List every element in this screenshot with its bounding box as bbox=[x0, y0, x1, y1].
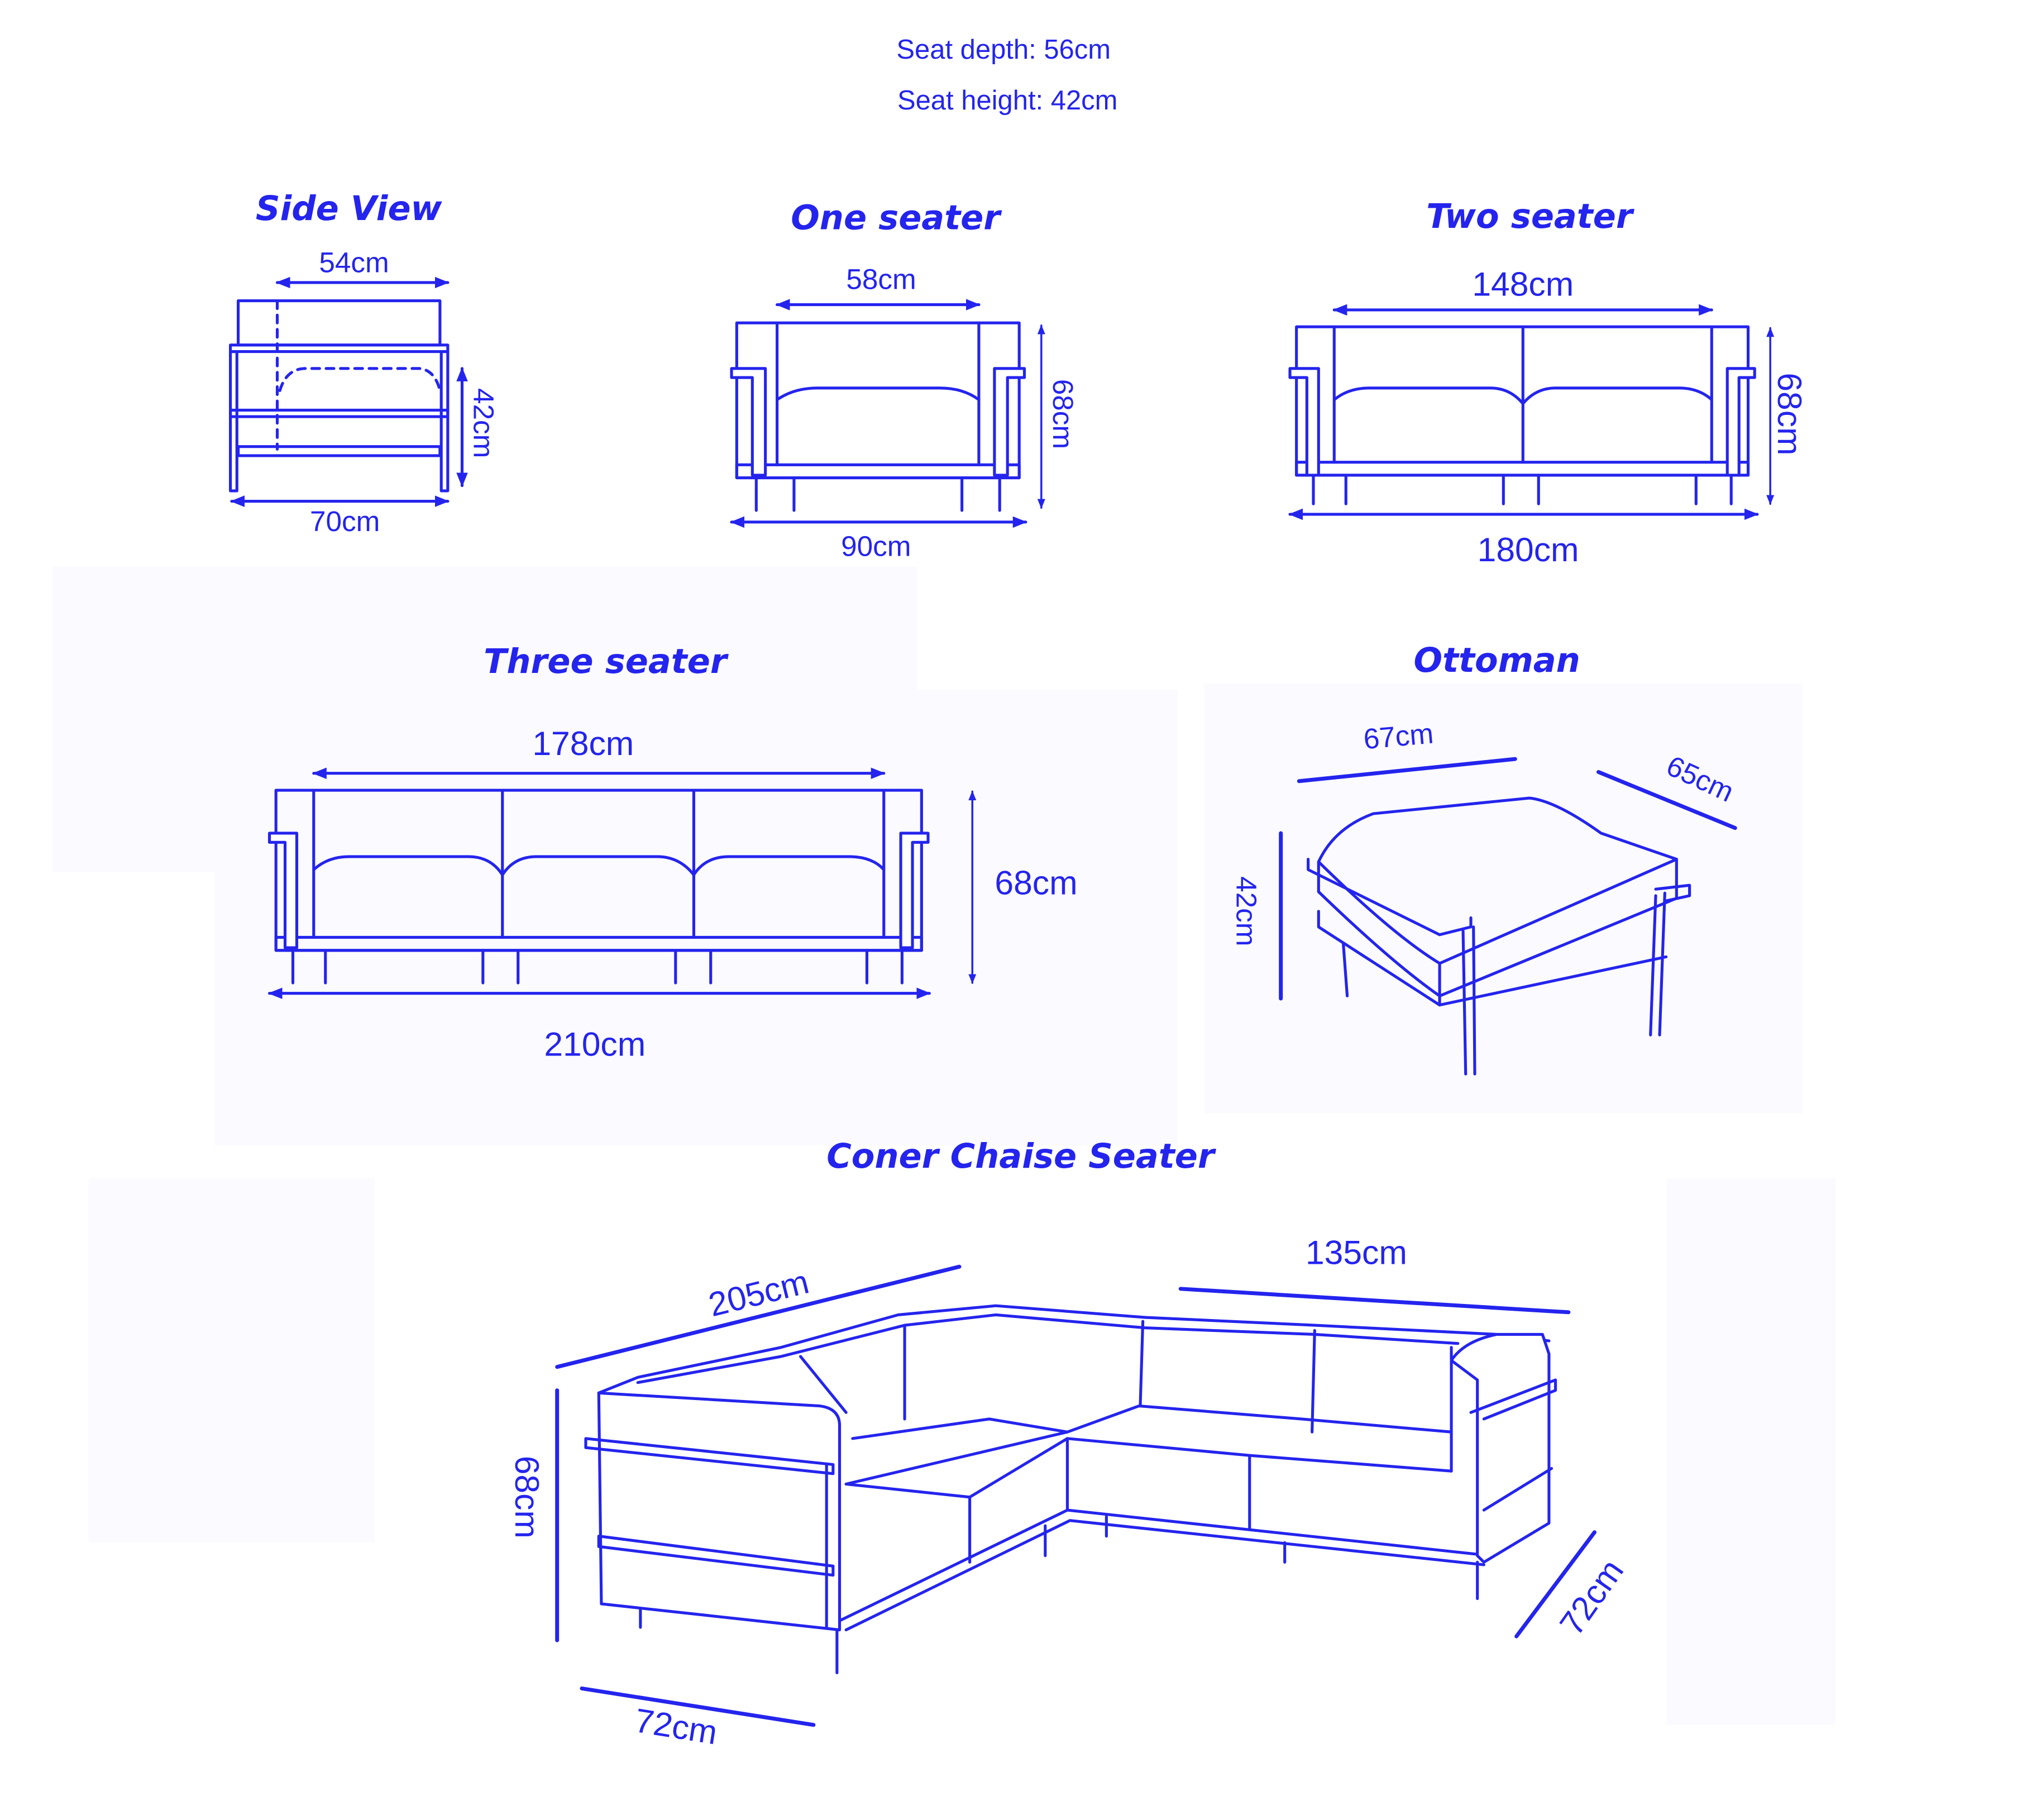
dimension-line bbox=[1178, 1287, 1571, 1315]
corner-chaise-short-side: 135cm bbox=[1306, 1234, 1407, 1272]
background-panel bbox=[1204, 683, 1803, 1114]
two-seater-drawing bbox=[1288, 325, 1756, 505]
one-seater-view: One seater 58cm 90cm 68cm bbox=[730, 198, 1079, 562]
ottoman-title: Ottoman bbox=[1414, 641, 1580, 680]
ottoman-drawing bbox=[1307, 796, 1691, 1076]
dimension-line bbox=[1297, 757, 1517, 784]
three-seater-title: Three seater bbox=[484, 642, 729, 681]
three-seater-height: 68cm bbox=[995, 864, 1077, 902]
one-seater-outer-width: 90cm bbox=[841, 530, 911, 562]
ottoman-height: 42cm bbox=[1230, 876, 1262, 946]
corner-chaise-long-side: 205cm bbox=[705, 1262, 812, 1324]
ottoman-width: 67cm bbox=[1362, 718, 1435, 756]
one-seater-height: 68cm bbox=[1047, 379, 1079, 449]
three-seater-inner-width: 178cm bbox=[532, 724, 634, 762]
corner-chaise-height: 68cm bbox=[508, 1456, 546, 1539]
two-seater-outer-width: 180cm bbox=[1478, 531, 1579, 569]
two-seater-inner-width: 148cm bbox=[1472, 265, 1574, 303]
one-seater-title: One seater bbox=[791, 198, 1002, 237]
background-panel bbox=[88, 1178, 375, 1543]
side-view-bottom-width: 70cm bbox=[310, 505, 380, 537]
dimension-line bbox=[555, 1264, 962, 1369]
corner-chaise-view: Coner Chaise Seater bbox=[508, 1137, 1631, 1751]
dimension-line bbox=[580, 1686, 816, 1727]
two-seater-view: Two seater 148cm 180cm 68cm bbox=[1288, 197, 1809, 569]
dimension-line bbox=[1596, 770, 1737, 830]
side-view-title: Side View bbox=[256, 189, 443, 228]
side-view-drawing bbox=[229, 299, 450, 493]
corner-chaise-drawing bbox=[584, 1304, 1557, 1675]
side-view: Side View 54cm 70cm 42cm bbox=[229, 189, 499, 537]
two-seater-title: Two seater bbox=[1426, 197, 1635, 236]
corner-chaise-depth-right: 72cm bbox=[1552, 1553, 1631, 1642]
three-seater-drawing bbox=[267, 789, 930, 985]
side-view-height: 42cm bbox=[467, 388, 499, 458]
corner-chaise-title: Coner Chaise Seater bbox=[826, 1137, 1217, 1176]
dimension-line bbox=[1514, 1530, 1597, 1639]
seat-height-note: Seat height: 42cm bbox=[897, 85, 1117, 116]
background-panel bbox=[214, 690, 1178, 1146]
one-seater-inner-width: 58cm bbox=[846, 264, 916, 295]
three-seater-outer-width: 210cm bbox=[544, 1025, 646, 1063]
three-seater-view: Three seater 178cm 210cm 68cm bbox=[267, 642, 1078, 1063]
seat-depth-note: Seat depth: 56cm bbox=[896, 35, 1111, 65]
background-panel bbox=[1666, 1178, 1836, 1725]
one-seater-drawing bbox=[730, 321, 1026, 512]
two-seater-height: 68cm bbox=[1771, 372, 1809, 455]
side-view-top-width: 54cm bbox=[319, 246, 389, 278]
